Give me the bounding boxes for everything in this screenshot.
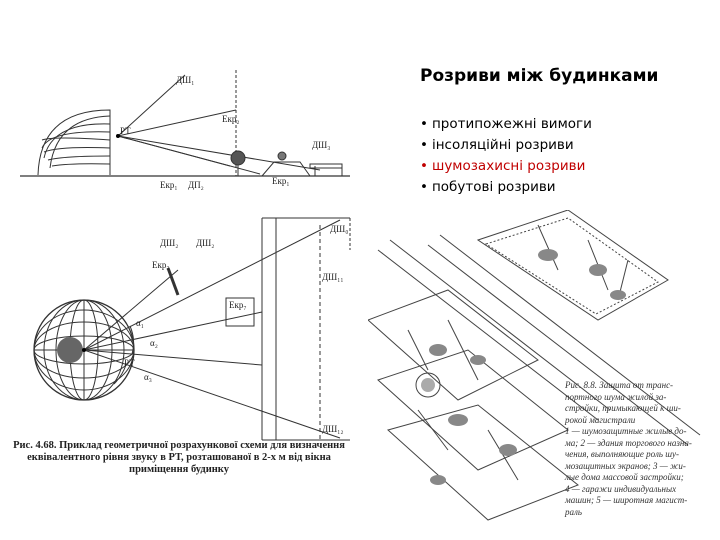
label-dsh11: ДШ₁₁ bbox=[322, 272, 344, 282]
caption-line: мозащитных экранов; 3 — жи- bbox=[565, 460, 686, 471]
bullet-text: шумозахисні розриви bbox=[431, 158, 586, 174]
left-figure-drawing: ДШ₁ Екр₂ РТ ДШ₃ Екр₁ ДП₂ Екр₁ ДШ₀ ДШ₂ ДШ… bbox=[20, 70, 351, 441]
label-ekr1b: Екр₁ bbox=[272, 176, 290, 186]
bullet-item: •шумозахисні розриви bbox=[420, 158, 586, 174]
caption-line: лые дома массовой застройки; bbox=[565, 472, 684, 482]
label-alpha2: α₂ bbox=[150, 338, 158, 348]
bullet-item: •побутові розриви bbox=[420, 179, 556, 195]
label-dsh2b: ДШ₂ bbox=[196, 238, 214, 248]
caption-line: портного шума жилой за- bbox=[565, 391, 667, 402]
label-rt: РТ bbox=[120, 126, 131, 136]
left-figure-caption: Рис. 4.68. Приклад геометричної розрахун… bbox=[13, 440, 345, 475]
caption-line: Рис. 8.8. Защита от транс- bbox=[565, 380, 674, 390]
label-ekr2: Екр₂ bbox=[222, 114, 240, 124]
shaded-zone bbox=[57, 337, 83, 363]
caption-line: 4 — гаражи индивидуальных bbox=[565, 483, 677, 494]
label-dsh3: ДШ₃ bbox=[312, 140, 330, 150]
bullet-text: інсоляційні розриви bbox=[431, 137, 574, 153]
label-dsh1: ДШ₁ bbox=[176, 75, 194, 85]
caption-line: чения, выполняющие роль шу- bbox=[565, 449, 680, 459]
label-dsh0: ДШ₀ bbox=[330, 224, 348, 234]
right-figure-caption: Рис. 8.8. Защита от транс- портного шума… bbox=[565, 380, 715, 518]
bullet-item: •протипожежні вимоги bbox=[420, 116, 592, 132]
label-rt2: РТ bbox=[124, 358, 135, 368]
right-figure-drawing bbox=[368, 210, 701, 521]
bullet-text: протипожежні вимоги bbox=[431, 116, 592, 132]
label-dp2: ДП₂ bbox=[188, 180, 204, 190]
caption-line: ма; 2 — здания торгового назна- bbox=[565, 437, 692, 448]
label-ekr3: Екр₃ bbox=[152, 260, 170, 270]
slide-title: Розриви між будинками bbox=[420, 66, 659, 86]
caption-line: рокой магистрали bbox=[565, 414, 636, 425]
bullet-item: •інсоляційні розриви bbox=[420, 137, 574, 153]
label-dsh2: ДШ₂ bbox=[160, 238, 178, 248]
label-alpha3: α₃ bbox=[144, 372, 152, 382]
bullet-list: •протипожежні вимоги •інсоляційні розрив… bbox=[420, 114, 592, 198]
caption-line: раль bbox=[565, 506, 583, 517]
label-dsh12: ДШ₁₂ bbox=[322, 424, 344, 434]
caption-line: стройки, примыкающей к ши- bbox=[565, 403, 681, 413]
caption-line: 1 — шумозащитные жилые до- bbox=[565, 426, 687, 436]
label-ekr7: Екр₇ bbox=[229, 300, 247, 310]
caption-line: машин; 5 — широтная магист- bbox=[565, 495, 688, 505]
label-ekr1: Екр₁ bbox=[160, 180, 178, 190]
bullet-text: побутові розриви bbox=[431, 179, 556, 195]
label-alpha1: α₁ bbox=[136, 318, 144, 328]
